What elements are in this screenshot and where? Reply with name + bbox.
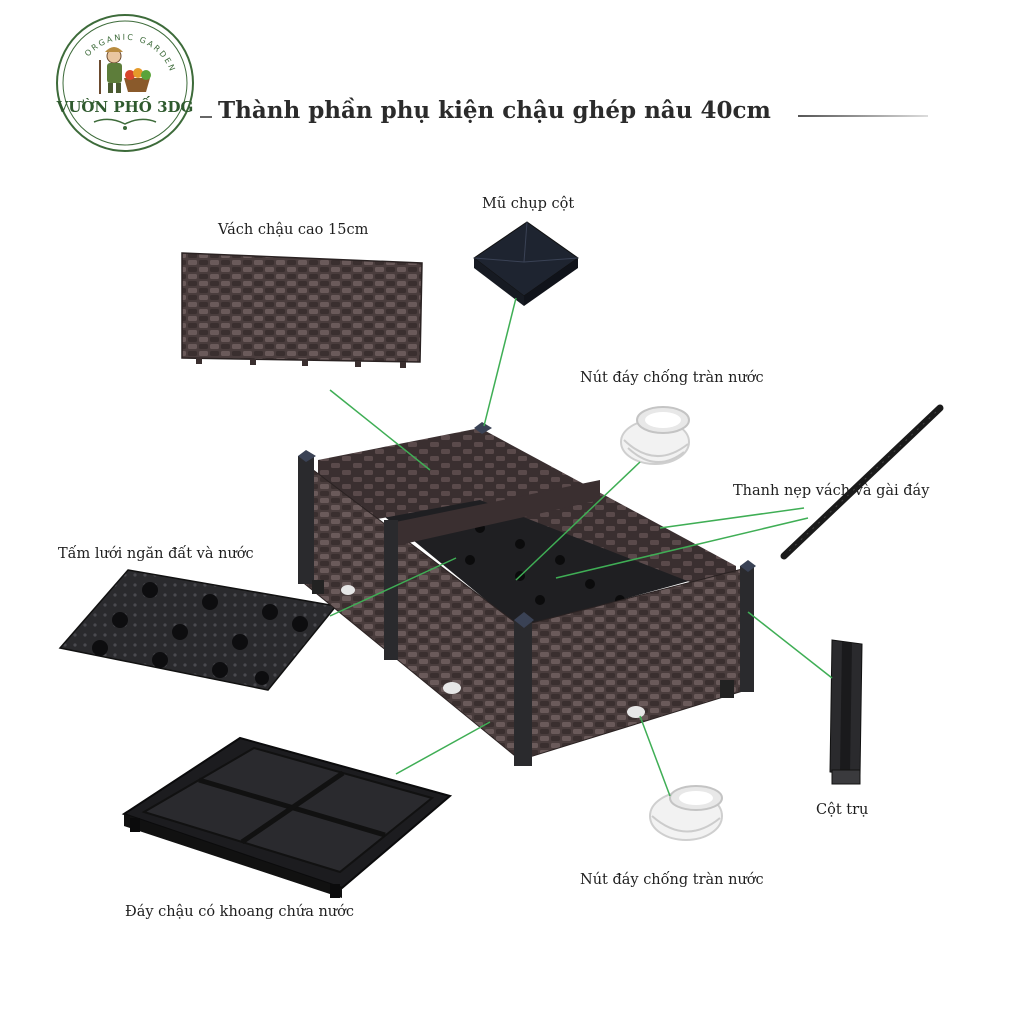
label-base: Đáy chậu có khoang chứa nước (125, 904, 354, 920)
leader-plug-top (515, 461, 641, 581)
leader-base (395, 721, 491, 775)
leader-mesh (329, 557, 457, 617)
leader-post (747, 611, 833, 679)
leader-lines (329, 297, 833, 797)
wall-panel (181, 252, 423, 368)
logo-brand-text: VƯỜN PHỐ 3DG (56, 96, 194, 116)
drain-plug-bottom (649, 785, 723, 841)
post (829, 639, 863, 785)
label-plug-bottom: Nút đáy chống tràn nước (580, 872, 764, 888)
drain-plug-top (620, 406, 690, 465)
page-title: Thành phần phụ kiện chậu ghép nâu 40cm (218, 97, 771, 124)
assembled-planter (298, 422, 756, 766)
label-post: Cột trụ (816, 802, 869, 818)
post-cap (473, 221, 579, 306)
brand-logo: ORGANIC GARDEN VƯỜN PHỐ 3DG (54, 12, 196, 154)
leader-rail-1 (659, 507, 805, 529)
leader-plug-bottom (639, 715, 671, 797)
title-rule-left (200, 116, 212, 118)
label-rail: Thanh nẹp vách và gài đáy (733, 483, 930, 499)
logo-badge-icon: ORGANIC GARDEN VƯỜN PHỐ 3DG (56, 14, 194, 152)
label-plug-top: Nút đáy chống tràn nước (580, 370, 764, 386)
leader-rail-2 (555, 517, 809, 579)
base-tray (121, 736, 453, 898)
leader-cap (483, 297, 517, 427)
title-rule-right (798, 115, 928, 117)
leader-wall (329, 389, 431, 471)
label-mesh: Tấm lưới ngăn đất và nước (58, 546, 254, 562)
mesh-sheet (58, 569, 338, 691)
label-wall: Vách chậu cao 15cm (218, 222, 369, 238)
label-cap: Mũ chụp cột (482, 196, 575, 212)
rail-bar (780, 404, 944, 560)
